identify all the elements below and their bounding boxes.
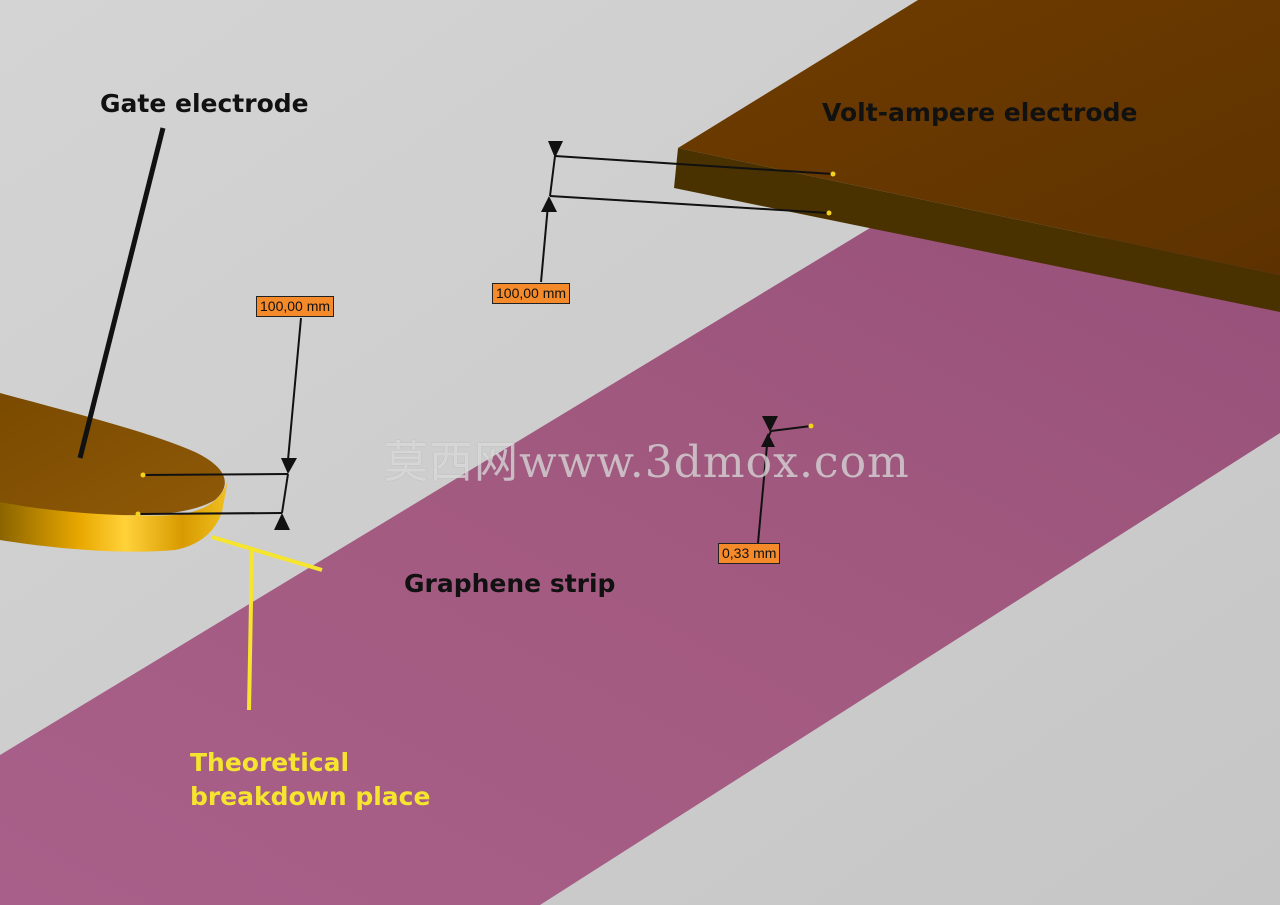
gate-gap-dimension-box: 100,00 mm <box>256 296 335 317</box>
graphene-strip-shape <box>0 228 1280 905</box>
breakdown-pointer <box>211 535 323 711</box>
volt-gap-dimension-box: 100,00 mm <box>492 283 571 304</box>
theoretical-breakdown-label-line2: breakdown place <box>190 782 431 811</box>
gate-electrode-top <box>0 393 225 516</box>
volt-electrode-top <box>678 0 1280 275</box>
graphene-strip-label: Graphene strip <box>404 569 616 598</box>
gate-electrode-label: Gate electrode <box>100 89 309 118</box>
watermark: 莫西网www.3dmox.com <box>384 437 910 488</box>
gate-leader-line <box>77 127 166 459</box>
volt-electrode-side <box>674 148 1280 312</box>
strip-thickness-dimension-box: 0,33 mm <box>718 543 781 564</box>
volt-ampere-electrode-label: Volt-ampere electrode <box>822 98 1138 127</box>
gate-electrode-side <box>0 480 228 552</box>
thickness-dimension-lines <box>757 416 812 544</box>
gate-dimension-lines <box>137 317 302 530</box>
dimension-endpoints <box>135 171 836 517</box>
theoretical-breakdown-label-line1: Theoretical <box>190 748 350 777</box>
volt-dimension-lines <box>540 141 834 283</box>
